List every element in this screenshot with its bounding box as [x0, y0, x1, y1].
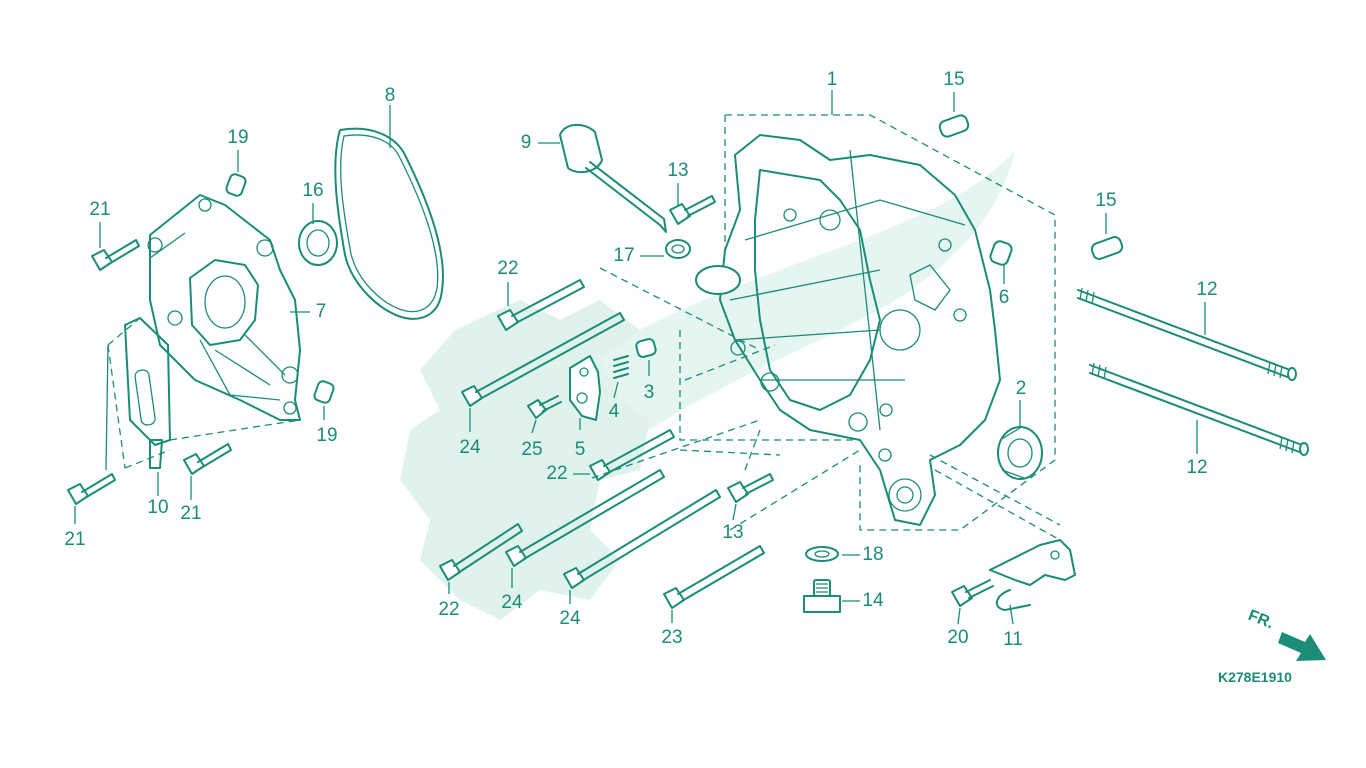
dowel-pin-6 — [989, 240, 1013, 266]
bolt-21-bottom — [183, 443, 232, 475]
bolt-24-lower-left — [505, 469, 665, 567]
bolt-21-top — [91, 239, 140, 271]
bolt-23 — [663, 545, 765, 609]
callout-9: 9 — [521, 132, 532, 153]
bolt-24-upper — [461, 312, 625, 407]
leader-lines — [74, 90, 1206, 625]
callout-15-right: 15 — [1095, 190, 1116, 211]
callout-12-lower: 12 — [1186, 457, 1207, 478]
callout-7: 7 — [316, 301, 327, 322]
callout-11: 11 — [1003, 629, 1023, 650]
bolt-21-bottom-left — [67, 473, 116, 505]
callout-24-lower-left: 24 — [501, 592, 523, 613]
o-ring-17 — [665, 239, 691, 259]
dowel-pin-15-top — [938, 114, 970, 138]
callout-22-lower: 22 — [438, 599, 459, 620]
callout-19-top: 19 — [227, 127, 248, 148]
callout-6: 6 — [999, 287, 1010, 308]
callout-8: 8 — [385, 85, 396, 106]
right-crankcase-1 — [695, 134, 1001, 526]
drain-bolt-14 — [803, 579, 841, 613]
bolt-24-lower-right — [563, 489, 721, 589]
bolt-22-top — [497, 279, 585, 331]
callout-20: 20 — [947, 627, 968, 648]
bolt-22-lower — [439, 523, 523, 581]
callout-21-bottom-left: 21 — [64, 529, 85, 550]
callout-13-bottom: 13 — [722, 522, 743, 543]
callout-18: 18 — [862, 544, 883, 565]
bolt-22-middle — [589, 429, 675, 481]
plate-5 — [569, 355, 601, 421]
callout-25: 25 — [521, 439, 542, 460]
callout-13-top: 13 — [667, 160, 688, 181]
right-crankcase-cover — [147, 194, 301, 421]
bracket-11 — [989, 539, 1076, 611]
dowel-pin-15-right — [1090, 236, 1124, 260]
front-direction-label: FR. — [1246, 607, 1276, 632]
bolt-20 — [951, 579, 994, 607]
callout-24-upper: 24 — [459, 437, 481, 458]
callout-16: 16 — [302, 180, 323, 201]
diagram-code: K278E1910 — [1218, 669, 1292, 685]
bearing-2 — [997, 426, 1043, 480]
stud-bolt-12-upper — [1077, 287, 1297, 381]
callout-21-top: 21 — [89, 199, 110, 220]
callout-4: 4 — [609, 401, 620, 422]
callout-10: 10 — [147, 497, 168, 518]
callout-22-top: 22 — [497, 258, 518, 279]
callout-14: 14 — [862, 590, 884, 611]
callout-24-lower-right: 24 — [559, 608, 581, 629]
bolt-13-bottom — [727, 473, 774, 503]
washer-18 — [805, 546, 839, 562]
callout-21-bottom: 21 — [180, 503, 201, 524]
front-direction-arrow — [1278, 632, 1326, 661]
callout-22-middle: 22 — [546, 463, 567, 484]
callout-3: 3 — [644, 382, 655, 403]
callout-12-upper: 12 — [1196, 279, 1217, 300]
dowel-pin-19-bottom — [313, 380, 335, 404]
callout-19-bottom: 19 — [316, 425, 337, 446]
bolt-13-top — [669, 195, 716, 225]
callout-5: 5 — [575, 439, 586, 460]
spring-4 — [613, 355, 629, 379]
dowel-pin-19-top — [225, 173, 247, 197]
bolt-25 — [527, 395, 562, 419]
callout-15-top: 15 — [943, 69, 964, 90]
oil-seal-16 — [298, 220, 338, 266]
callout-17: 17 — [613, 245, 634, 266]
stud-bolt-12-lower — [1089, 362, 1309, 456]
callout-labels: 1 15 19 16 8 9 13 15 21 17 22 6 12 7 3 4… — [64, 69, 1217, 650]
gasket-8 — [334, 127, 444, 320]
callout-2: 2 — [1016, 378, 1027, 399]
oil-level-dipstick-9 — [559, 123, 667, 233]
gasket-plate — [124, 317, 171, 469]
callout-23: 23 — [661, 627, 682, 648]
callout-1: 1 — [827, 69, 838, 90]
plunger-3 — [635, 338, 657, 358]
